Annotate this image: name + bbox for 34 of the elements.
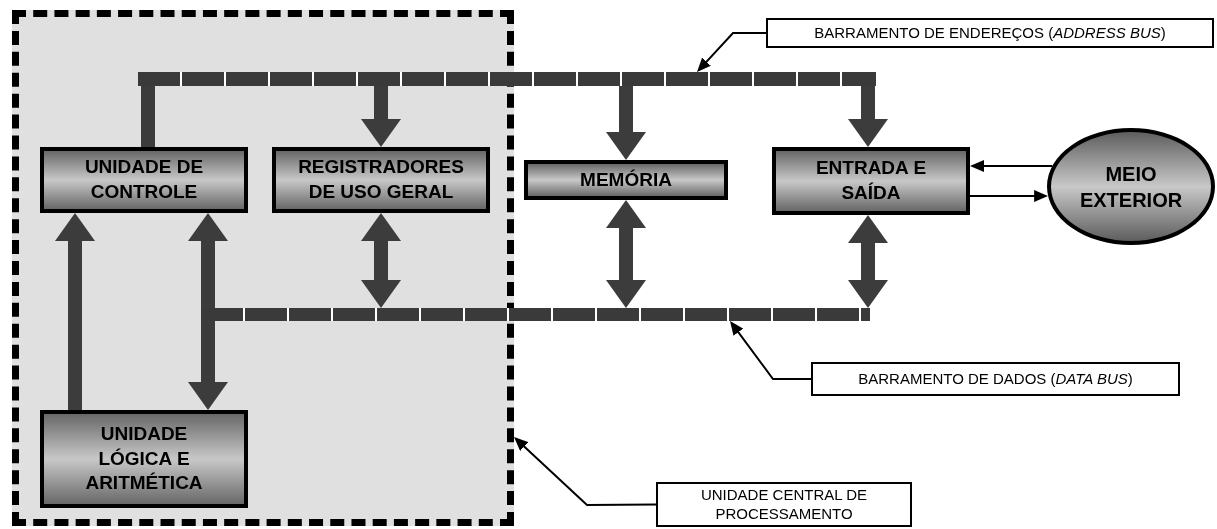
bus-bar	[138, 72, 876, 86]
bus-arrow	[55, 213, 95, 410]
bus-arrow	[361, 86, 401, 147]
bus-bar	[201, 308, 870, 321]
node-label: ENTRADA E SAÍDA	[814, 156, 928, 205]
leader-line	[514, 437, 657, 506]
node-label: REGISTRADORES DE USO GERAL	[298, 155, 464, 204]
bus-arrow	[848, 86, 888, 147]
arrow	[969, 190, 1049, 202]
process-box	[772, 147, 970, 215]
callout-box	[766, 18, 1214, 48]
callout-box	[811, 362, 1180, 396]
bus-arrow	[606, 200, 646, 308]
node-label: BARRAMENTO DE DADOS (DATA BUS)	[858, 369, 1133, 389]
node-label: UNIDADE LÓGICA E ARITMÉTICA	[84, 421, 204, 496]
bus-arrow	[188, 213, 228, 308]
dashed-region	[12, 10, 514, 526]
process-box	[524, 160, 728, 200]
leader-line	[697, 32, 767, 72]
bus-arrow	[188, 321, 228, 410]
process-box	[40, 410, 248, 508]
bus-arrow	[606, 86, 646, 160]
bus-arrow	[848, 215, 888, 308]
node-label: BARRAMENTO DE ENDEREÇOS (ADDRESS BUS)	[814, 23, 1166, 43]
node-label: UNIDADE CENTRAL DE PROCESSAMENTO	[699, 485, 869, 524]
node-label: MEIO EXTERIOR	[1079, 161, 1183, 213]
bus-arrow	[361, 213, 401, 308]
process-box	[40, 147, 248, 213]
arrow	[970, 160, 1054, 172]
node-label: MEMÓRIA	[580, 167, 672, 192]
leader-line	[730, 321, 812, 380]
callout-box	[656, 482, 912, 527]
process-box	[272, 147, 490, 213]
node-label: UNIDADE DE CONTROLE	[83, 155, 205, 204]
